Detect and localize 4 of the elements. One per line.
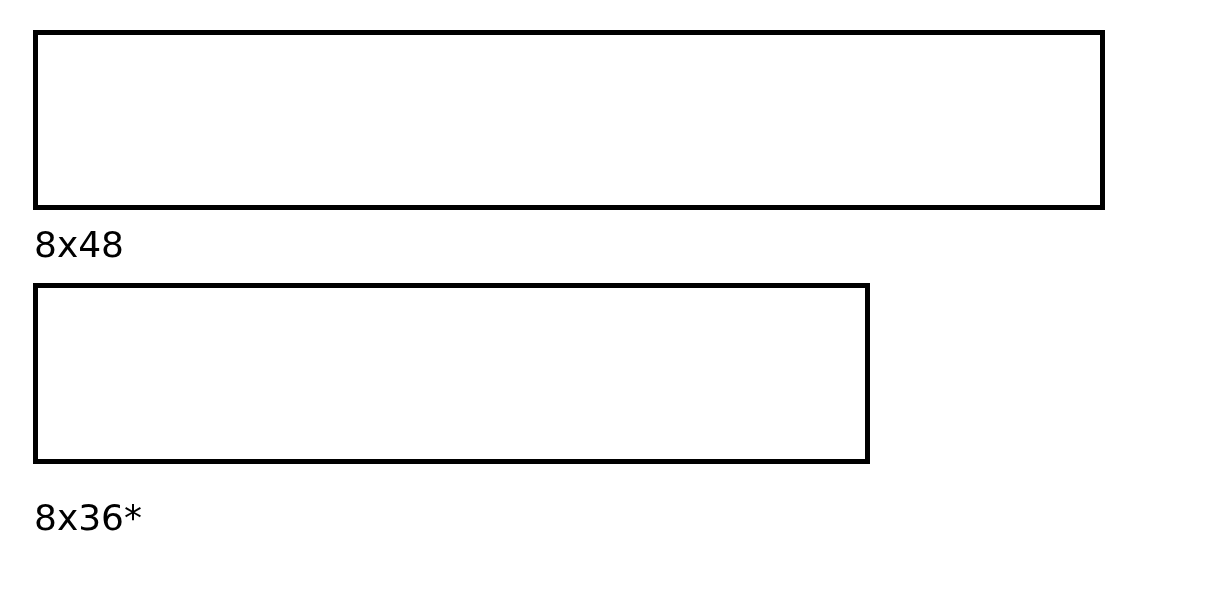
size-caption: 8x48 [34, 227, 125, 263]
empty-rectangle [33, 30, 1105, 210]
size-caption: 8x36* [34, 500, 143, 536]
empty-rectangle [33, 283, 870, 464]
